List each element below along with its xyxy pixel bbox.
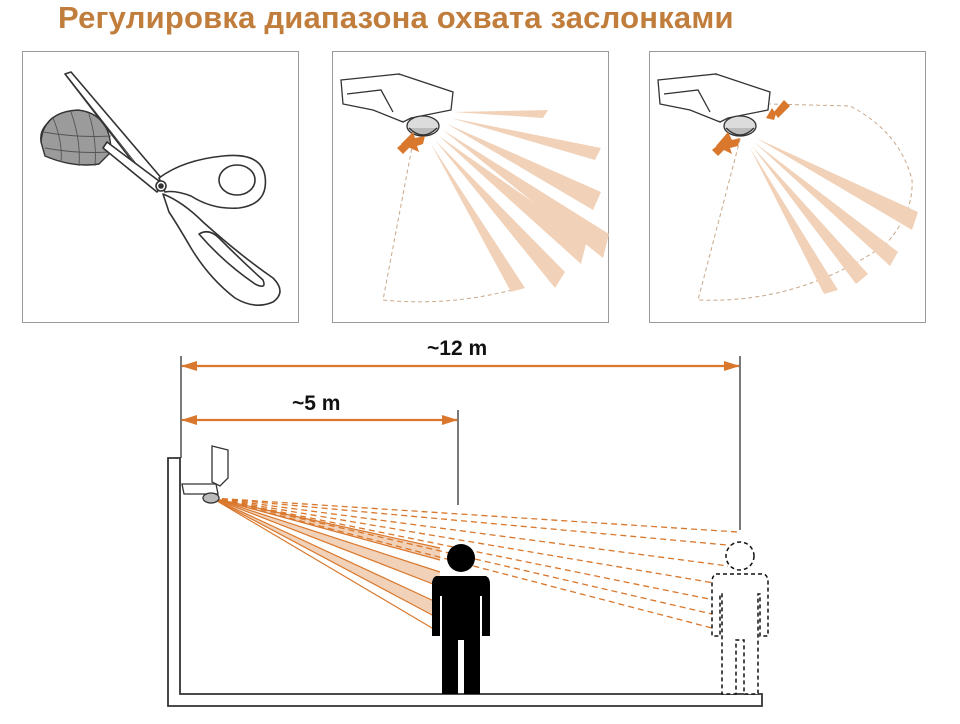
person-icon [432, 544, 490, 694]
beam-fan [431, 110, 609, 292]
beam-fan-narrow [657, 73, 918, 301]
panel-cut-lens [22, 51, 299, 323]
person-outline-icon [711, 541, 769, 695]
shutter-arrow-icon [397, 132, 425, 154]
wall-floor-outline [167, 457, 763, 707]
sensor-dome-icon [181, 445, 229, 504]
dimension-label-far: ~12 m [427, 337, 488, 360]
beam-fan [750, 138, 918, 294]
page-title: Регулировка диапазона охвата заслонками [58, 0, 734, 35]
scissors-illustration [40, 71, 281, 306]
far-beams [211, 497, 739, 629]
near-beams [211, 497, 441, 629]
range-scene [167, 356, 769, 707]
panel-shutter-partial [332, 51, 609, 323]
sensor-housing [340, 73, 454, 137]
dimension-label-near: ~5 m [292, 392, 341, 415]
scissors-icon [64, 71, 281, 306]
sensor-housing [657, 73, 771, 137]
shutter-arrow-icon [712, 132, 740, 156]
shutter-arrow-icon [766, 100, 790, 120]
beam-fan-wide [340, 73, 609, 303]
panel-shutter-both [649, 51, 926, 323]
